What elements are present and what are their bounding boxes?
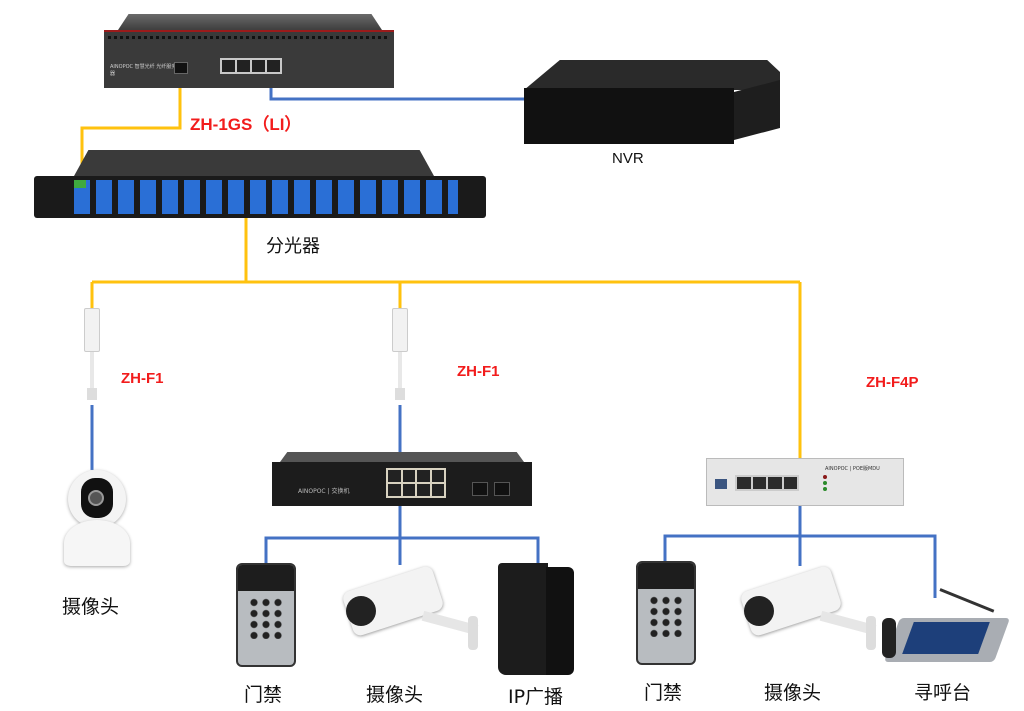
onu-left-label: ZH-F1 <box>121 370 164 387</box>
onu-right-leds <box>823 475 829 491</box>
onu-mid-label: ZH-F1 <box>457 363 500 380</box>
onu-left-device <box>84 308 100 408</box>
access-control-2-label: 门禁 <box>644 682 683 704</box>
dome-camera-device <box>62 470 132 570</box>
olt-sfp-port <box>174 62 188 74</box>
eth-switch-bus <box>264 500 540 565</box>
bullet-camera-2-device <box>730 564 882 664</box>
fiber-olt-splitter <box>80 72 182 183</box>
olt-label: ZH-1GS（LI） <box>190 115 302 134</box>
switch-lan-ports <box>386 468 446 498</box>
eth-onu-right-bus <box>663 504 937 598</box>
paging-console-label: 寻呼台 <box>914 682 972 704</box>
switch-brand-text: AINOPOC | 交换机 <box>298 488 350 495</box>
paging-console-device <box>872 588 1011 666</box>
access-control-1-device <box>236 563 296 667</box>
onu-right-label: ZH-F4P <box>866 374 919 391</box>
olt-lan-ports <box>220 58 282 74</box>
access-control-2-device <box>636 561 696 665</box>
bullet-camera-1-device <box>332 564 484 664</box>
switch-sfp-ports <box>472 482 488 496</box>
onu-right-lan-ports <box>735 475 799 491</box>
splitter-device <box>34 150 486 222</box>
olt-device: AINOPOC 智慧光纤 光纤服务器 <box>104 14 394 88</box>
ip-speaker-device <box>498 563 576 677</box>
olt-brand-text: AINOPOC 智慧光纤 光纤服务器 <box>110 64 177 77</box>
onu-mid-device <box>392 308 408 408</box>
nvr-device <box>524 60 780 144</box>
splitter-label: 分光器 <box>266 236 320 257</box>
onu-right-pon-port <box>715 479 727 489</box>
onu-right-device: AINOPOC | POE版MDU <box>706 458 904 506</box>
onu-right-brand-text: AINOPOC | POE版MDU <box>825 466 880 472</box>
access-control-1-label: 门禁 <box>244 684 283 706</box>
switch-device: AINOPOC | 交换机 <box>272 452 532 506</box>
bullet-camera-1-label: 摄像头 <box>366 684 424 706</box>
bullet-camera-2-label: 摄像头 <box>764 682 822 704</box>
dome-camera-label: 摄像头 <box>62 596 120 618</box>
ip-speaker-label: IP广播 <box>508 686 564 708</box>
nvr-label: NVR <box>612 150 644 167</box>
